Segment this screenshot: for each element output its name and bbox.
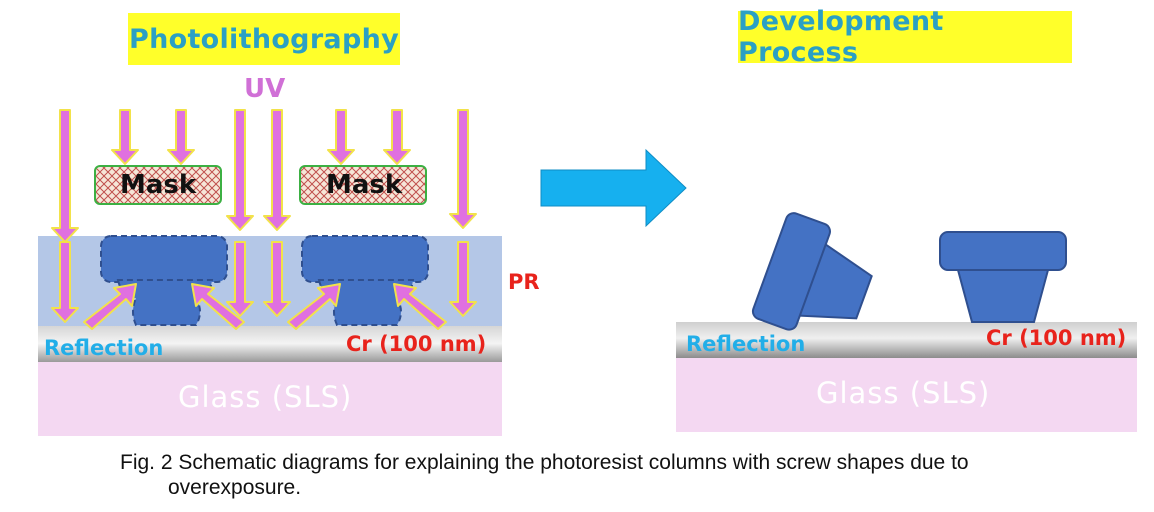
right-glass-substrate	[676, 358, 1137, 432]
caption-line-2: overexposure.	[168, 476, 302, 499]
pr-label: PR	[508, 270, 540, 294]
uv-label: UV	[244, 74, 286, 104]
left-cr-label: Cr (100 nm)	[346, 332, 487, 356]
left-glass-label: Glass (SLS)	[178, 380, 353, 414]
mask-2	[299, 165, 427, 205]
uv-arrow-down	[449, 241, 477, 317]
fallen-photoresist-column	[751, 212, 873, 331]
mask-label-1: Mask	[120, 170, 197, 200]
figure-caption: Fig. 2 Schematic diagrams for explaining…	[120, 450, 1120, 500]
uv-arrow-down	[51, 241, 79, 323]
uv-arrow-down	[226, 109, 254, 231]
uv-arrow-down	[167, 109, 195, 165]
process-arrow	[540, 148, 687, 228]
reflection-arrow	[287, 283, 341, 330]
reflection-arrow	[83, 283, 137, 330]
mask-label-2: Mask	[326, 170, 403, 200]
mask-1	[94, 165, 222, 205]
uv-arrow-down	[51, 109, 79, 243]
uv-arrow-down	[449, 109, 477, 229]
uv-arrow-down	[263, 109, 291, 231]
right-cr-label: Cr (100 nm)	[986, 326, 1127, 350]
left-reflection-label: Reflection	[44, 336, 164, 360]
photolithography-title: Photolithography	[128, 13, 400, 65]
left-photoresist-column-2	[301, 235, 429, 326]
uv-arrow-down	[111, 109, 139, 165]
reflection-arrow	[393, 283, 447, 330]
left-cr-layer	[38, 325, 502, 362]
reflection-arrow	[191, 283, 245, 330]
uv-arrow-down	[383, 109, 411, 165]
left-glass-substrate	[38, 362, 502, 436]
uv-arrow-down	[263, 241, 291, 317]
right-cr-layer	[676, 322, 1137, 358]
development-process-title: Development Process	[738, 6, 1072, 68]
caption-line-1: Fig. 2 Schematic diagrams for explaining…	[120, 451, 969, 474]
uv-arrow-down	[327, 109, 355, 165]
right-reflection-label: Reflection	[686, 332, 806, 356]
right-glass-label: Glass (SLS)	[816, 376, 991, 410]
uv-arrow-down	[226, 241, 254, 317]
standing-photoresist-column	[939, 231, 1067, 323]
